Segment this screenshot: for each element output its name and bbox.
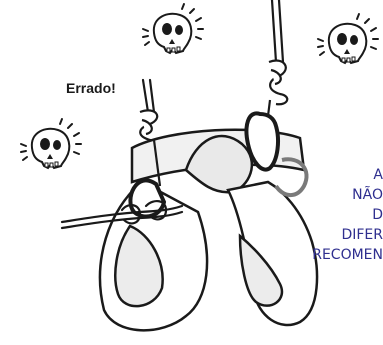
skull-warning-icon xyxy=(142,3,204,54)
warning-line: NÃO xyxy=(352,187,383,203)
warning-line: RECOMEN xyxy=(312,247,383,263)
label-wrong: Errado! xyxy=(66,80,116,96)
warning-line: A xyxy=(373,167,383,183)
rope-icon xyxy=(141,0,285,114)
warning-text: A NÃO D DIFER RECOMEN xyxy=(273,165,383,265)
knot-icon xyxy=(139,59,289,152)
skull-warning-icon xyxy=(317,13,379,64)
rope-icon xyxy=(60,200,184,230)
warning-line: DIFER xyxy=(341,227,383,243)
skull-warning-icon xyxy=(20,118,82,169)
rope-icon xyxy=(274,157,309,197)
warning-line: D xyxy=(372,207,383,223)
